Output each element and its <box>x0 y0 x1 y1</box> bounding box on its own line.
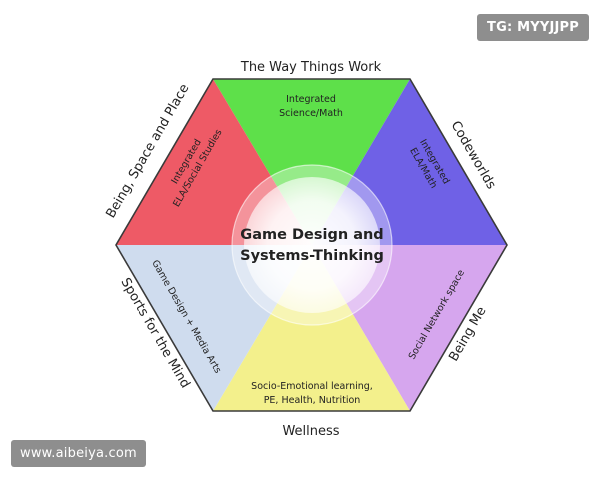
segment-bottom <box>213 245 410 411</box>
watermark-top-right: TG: MYYJJPP <box>477 14 589 41</box>
hexagon-outline <box>115 78 508 412</box>
center-circle <box>244 177 380 313</box>
segment-label-top-line-2: Science/Math <box>279 108 343 119</box>
outer-label-top: The Way Things Work <box>240 60 382 75</box>
segment-top <box>213 79 410 245</box>
center-title-line-2: Systems-Thinking <box>240 248 384 264</box>
segment-label-bottom-line-2: PE, Health, Nutrition <box>264 395 361 406</box>
segment-label-bottom-line-1: Socio-Emotional learning, <box>251 381 373 392</box>
watermark-bottom-left: www.aibeiya.com <box>11 440 146 467</box>
segment-label-top-line-1: Integrated <box>286 94 336 105</box>
outer-label-bottom: Wellness <box>282 424 339 439</box>
center-title-line-1: Game Design and <box>240 227 383 243</box>
